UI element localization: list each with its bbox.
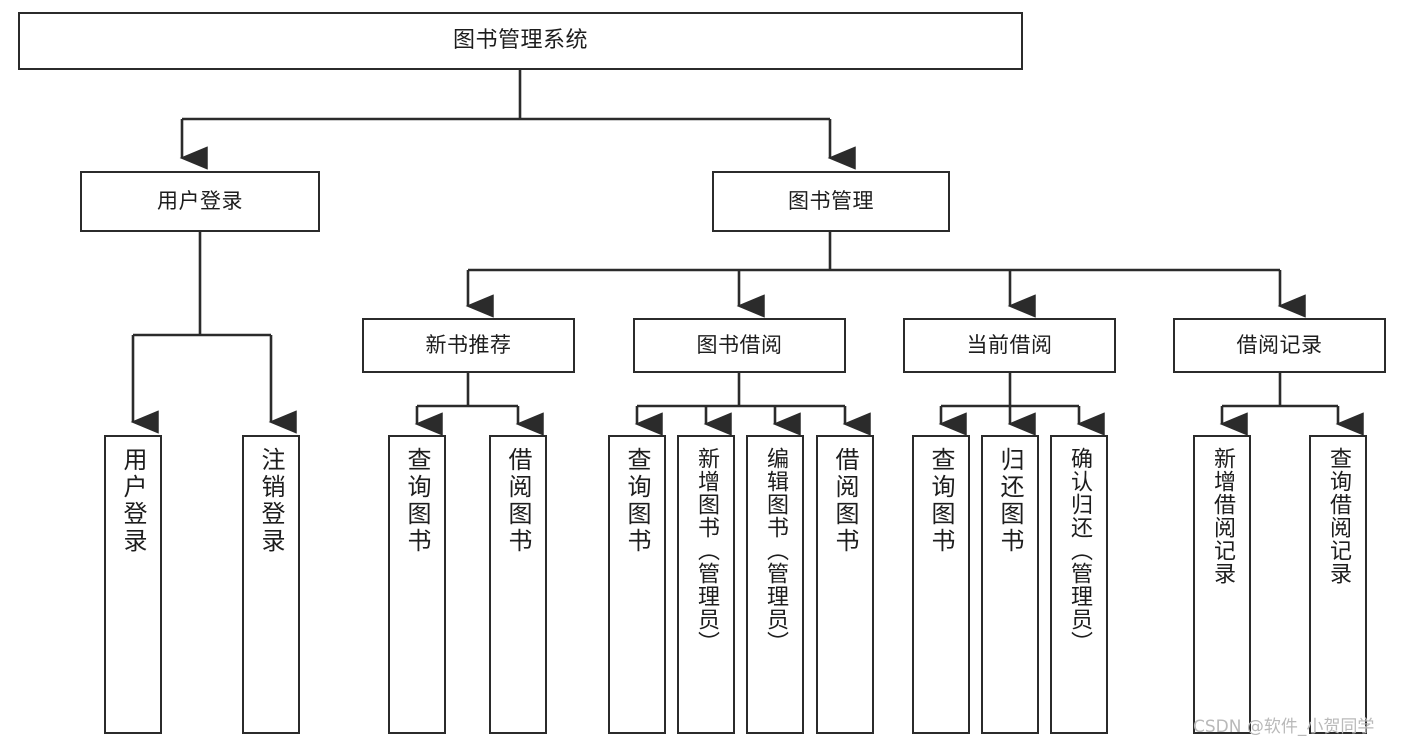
node-label: 用户登录: [157, 189, 243, 214]
leaf-label: 新增图书（管理员）: [694, 447, 719, 654]
node-label: 当前借阅: [966, 333, 1053, 358]
node-current-borrow[interactable]: 当前借阅: [903, 318, 1116, 373]
leaf-label: 查询图书: [403, 447, 431, 555]
leaf-current-borrow-1[interactable]: 归还图书: [981, 435, 1039, 734]
node-book-manage[interactable]: 图书管理: [712, 171, 950, 232]
leaf-label: 编辑图书（管理员）: [763, 447, 788, 654]
node-borrow-record[interactable]: 借阅记录: [1173, 318, 1386, 373]
leaf-label: 归还图书: [996, 447, 1024, 555]
leaf-label: 用户登录: [119, 447, 147, 555]
leaf-borrow-record-1[interactable]: 查询借阅记录: [1309, 435, 1367, 734]
node-label: 图书管理系统: [452, 28, 588, 54]
leaf-current-borrow-2[interactable]: 确认归还（管理员）: [1050, 435, 1108, 734]
node-label: 借阅记录: [1236, 333, 1323, 358]
node-book-borrow[interactable]: 图书借阅: [633, 318, 846, 373]
leaf-book-borrow-2[interactable]: 编辑图书（管理员）: [746, 435, 804, 734]
node-label: 图书借阅: [696, 333, 783, 358]
node-user-login[interactable]: 用户登录: [80, 171, 320, 232]
node-label: 图书管理: [788, 189, 874, 214]
leaf-label: 查询图书: [623, 447, 651, 555]
leaf-book-borrow-3[interactable]: 借阅图书: [816, 435, 874, 734]
leaf-book-borrow-0[interactable]: 查询图书: [608, 435, 666, 734]
node-label: 新书推荐: [425, 333, 512, 358]
leaf-label: 确认归还（管理员）: [1067, 447, 1092, 654]
leaf-current-borrow-0[interactable]: 查询图书: [912, 435, 970, 734]
leaf-book-borrow-1[interactable]: 新增图书（管理员）: [677, 435, 735, 734]
node-new-book-rec[interactable]: 新书推荐: [362, 318, 575, 373]
leaf-label: 借阅图书: [504, 447, 532, 555]
node-root-system[interactable]: 图书管理系统: [18, 12, 1023, 70]
leaf-new-book-rec-1[interactable]: 借阅图书: [489, 435, 547, 734]
leaf-label: 查询借阅记录: [1326, 447, 1351, 585]
leaf-label: 查询图书: [927, 447, 955, 555]
leaf-user-login-1[interactable]: 注销登录: [242, 435, 300, 734]
leaf-label: 注销登录: [257, 447, 285, 555]
leaf-label: 新增借阅记录: [1210, 447, 1235, 585]
leaf-user-login-0[interactable]: 用户登录: [104, 435, 162, 734]
leaf-new-book-rec-0[interactable]: 查询图书: [388, 435, 446, 734]
leaf-label: 借阅图书: [831, 447, 859, 555]
leaf-borrow-record-0[interactable]: 新增借阅记录: [1193, 435, 1251, 734]
